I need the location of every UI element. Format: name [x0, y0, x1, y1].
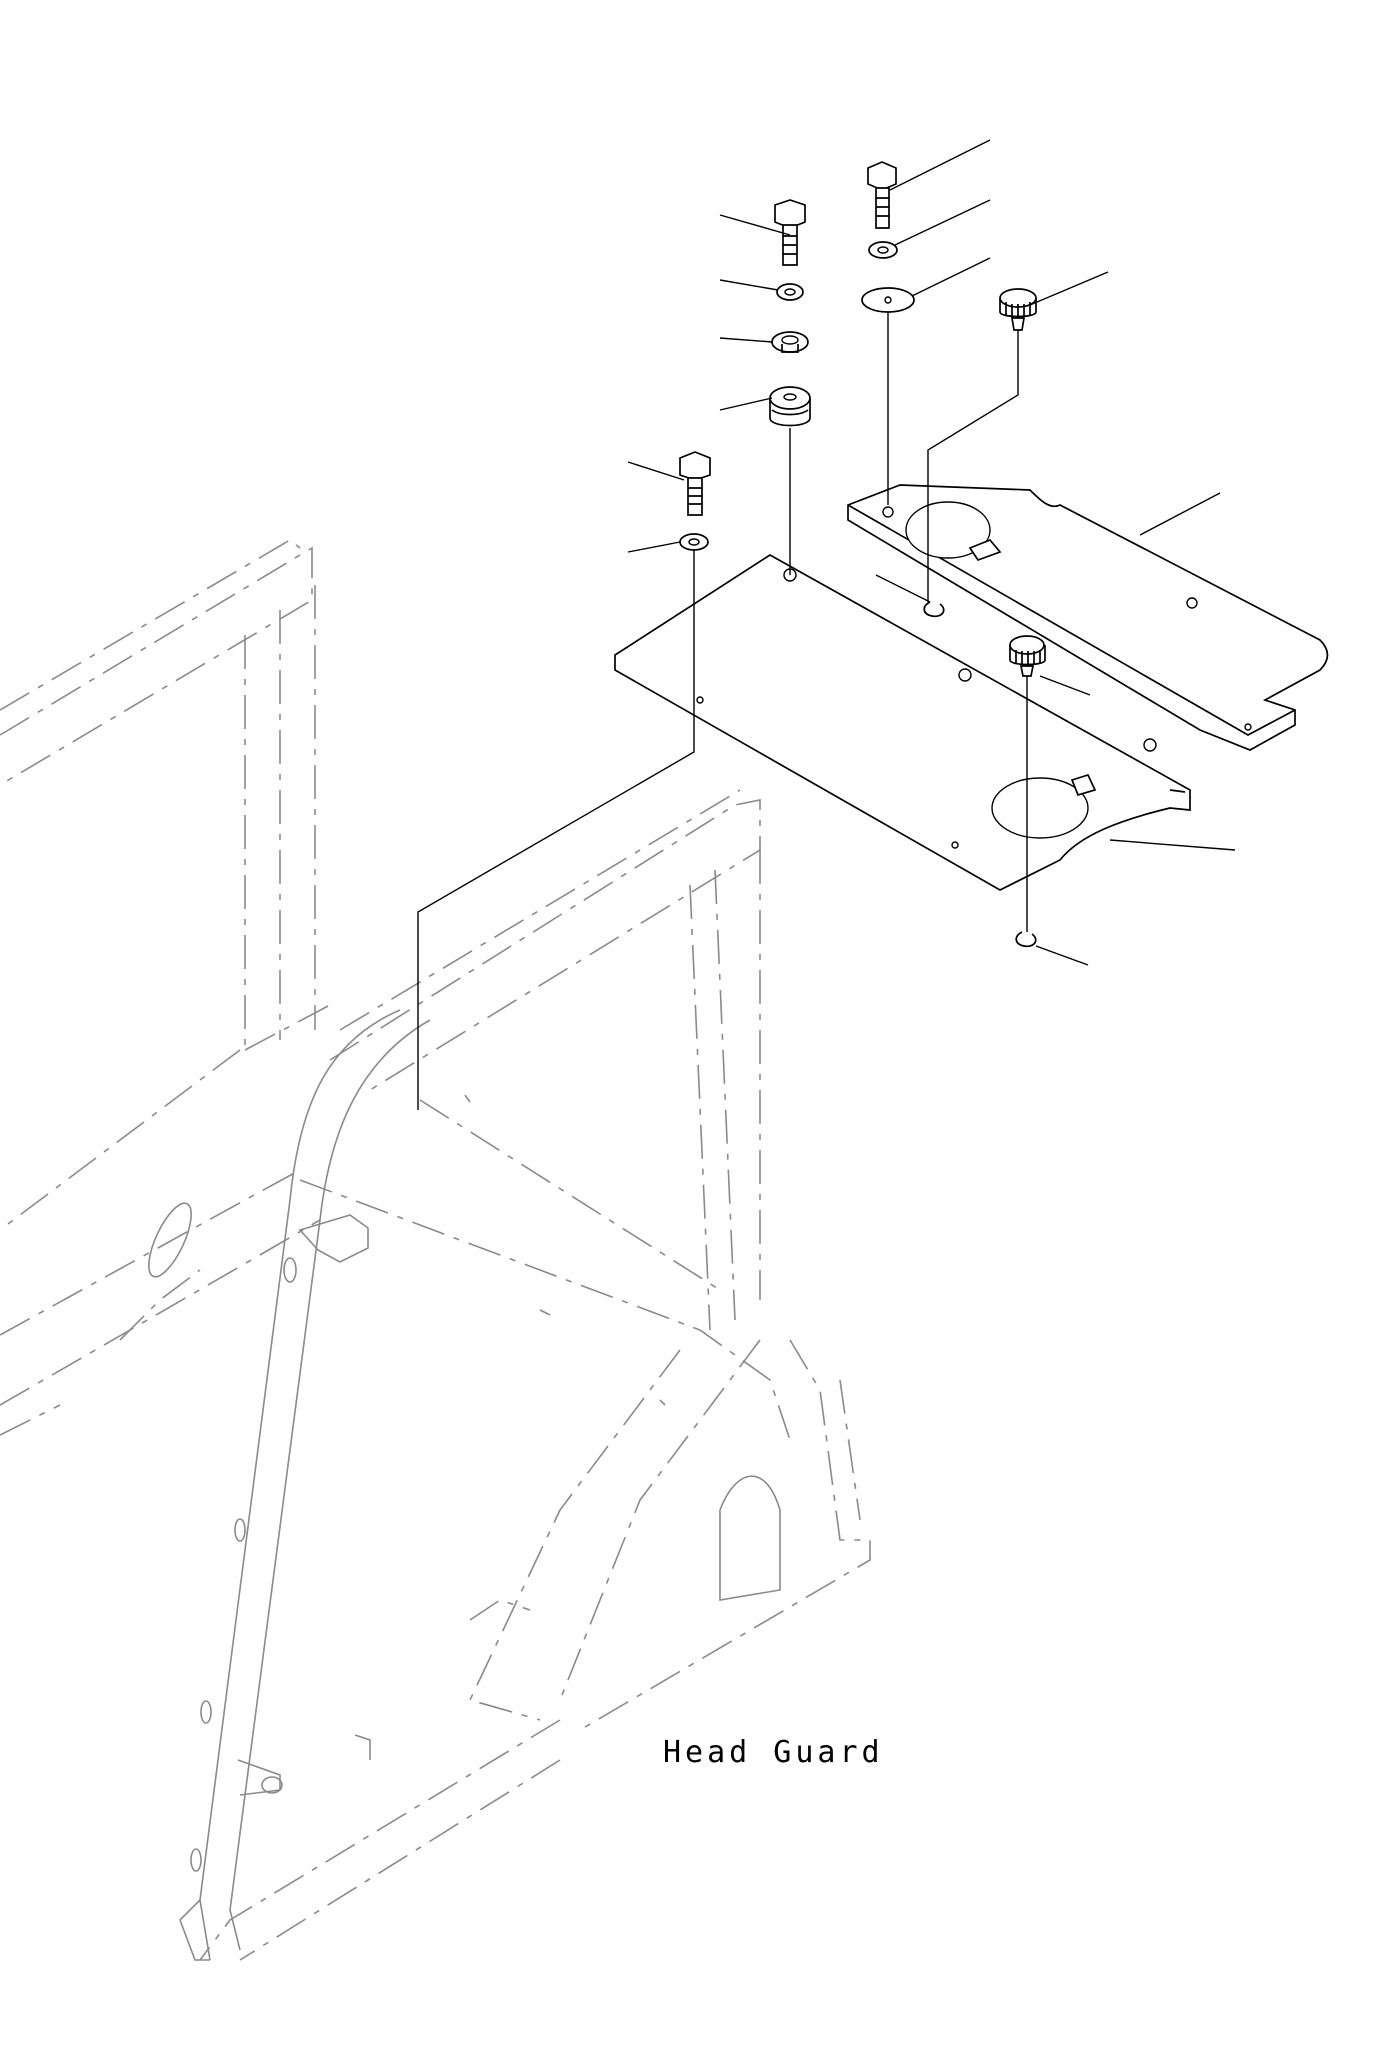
- knob-upper: [999, 288, 1037, 331]
- snap-ring-upper: [923, 601, 945, 618]
- hex-bolt-left: [679, 451, 711, 516]
- knob-lower: [1009, 635, 1046, 677]
- plain-washer-right: [868, 241, 898, 259]
- plain-washer-center: [776, 283, 804, 301]
- snap-ring-lower: [1015, 931, 1037, 948]
- plain-washer-left: [679, 533, 709, 551]
- large-washer: [861, 287, 915, 313]
- rubber-grommet: [769, 386, 811, 427]
- cover-plate-upper: [847, 484, 1329, 751]
- hex-bolt-right: [867, 161, 897, 229]
- head-guard-frame: [0, 539, 871, 1961]
- spacer-collar: [771, 331, 809, 353]
- diagram-caption: Head Guard: [663, 1735, 884, 1770]
- hex-bolt-center: [774, 199, 806, 266]
- cover-plate-lower: [614, 554, 1191, 891]
- leader-lines: [417, 139, 1236, 1110]
